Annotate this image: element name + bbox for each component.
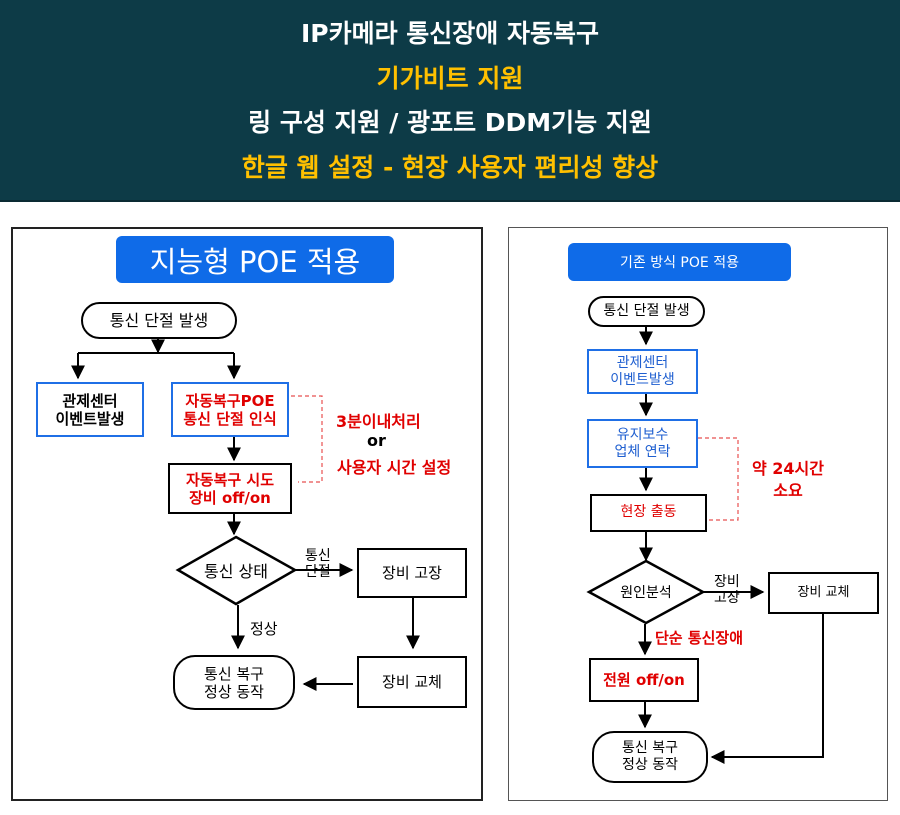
right-event-center-line-2: 이벤트발생 <box>610 371 675 388</box>
left-end-terminal: 통신 복구 정상 동작 <box>173 655 295 710</box>
left-auto-detect-box: 자동복구POE 통신 단절 인식 <box>171 382 289 437</box>
right-contact-line-2: 업체 연락 <box>614 443 671 460</box>
right-power-box: 전원 off/on <box>589 658 699 702</box>
left-decision-label: 통신 상태 <box>204 562 268 581</box>
conventional-poe-panel <box>508 227 888 801</box>
left-branch-cut-line-1: 통신 <box>305 548 331 564</box>
right-end-line-1: 통신 복구 <box>622 740 678 757</box>
right-decision-label: 원인분석 <box>620 585 672 601</box>
right-end-line-2: 정상 동작 <box>622 757 678 773</box>
banner-line-2: 기가비트 지원 <box>376 64 524 93</box>
right-end-terminal: 통신 복구 정상 동작 <box>592 731 708 783</box>
left-auto-retry-line-2: 장비 off/on <box>189 488 271 507</box>
right-time-note-line-2: 소요 <box>773 481 803 500</box>
left-branch-cut-line-2: 단절 <box>305 564 331 580</box>
header-banner: IP카메라 통신장애 자동복구 기가비트 지원 링 구성 지원 / 광포트 DD… <box>0 0 900 202</box>
right-branch-fault-label: 장비 고장 <box>714 574 740 606</box>
right-simple-fault-label: 단순 통신장애 <box>655 629 744 647</box>
right-branch-fault-line-1: 장비 <box>714 574 740 590</box>
left-decision-diamond <box>175 535 298 606</box>
left-auto-detect-line-2: 통신 단절 인식 <box>183 409 277 428</box>
right-contact-box: 유지보수 업체 연락 <box>587 419 698 468</box>
left-event-center-box: 관제센터 이벤트발생 <box>36 382 144 437</box>
right-event-center-line-1: 관제센터 <box>616 354 669 371</box>
right-dispatch-box: 현장 출동 <box>590 494 707 532</box>
left-timing-note-3: 사용자 시간 설정 <box>337 458 452 477</box>
right-panel-title: 기존 방식 POE 적용 <box>568 243 791 281</box>
left-timing-note-1: 3분이내처리 <box>336 412 421 431</box>
left-auto-retry-line-1: 자동복구 시도 <box>185 470 275 489</box>
right-time-note-line-1: 약 24시간 <box>752 459 824 478</box>
banner-line-1: IP카메라 통신장애 자동복구 <box>300 19 600 48</box>
right-start-terminal: 통신 단절 발생 <box>588 296 705 327</box>
left-branch-cut-label: 통신 단절 <box>305 548 331 580</box>
left-fault-box: 장비 고장 <box>357 548 467 598</box>
right-replace-box: 장비 교체 <box>768 572 879 614</box>
left-start-terminal: 통신 단절 발생 <box>81 302 237 339</box>
right-contact-line-1: 유지보수 <box>616 426 669 443</box>
left-auto-retry-box: 자동복구 시도 장비 off/on <box>168 463 292 514</box>
left-event-center-line-2: 이벤트발생 <box>55 409 125 428</box>
banner-line-4: 한글 웹 설정 - 현장 사용자 편리성 향상 <box>241 153 659 182</box>
left-panel-title: 지능형 POE 적용 <box>116 236 394 283</box>
right-branch-fault-line-2: 고장 <box>714 590 740 606</box>
right-time-note: 약 24시간 소요 <box>752 458 824 502</box>
banner-line-3: 링 구성 지원 / 광포트 DDM기능 지원 <box>248 108 652 137</box>
left-replace-box: 장비 교체 <box>357 656 467 708</box>
left-end-line-2: 정상 동작 <box>204 682 264 701</box>
left-auto-detect-line-1: 자동복구POE <box>185 391 275 410</box>
left-timing-note-2: or <box>367 431 386 450</box>
intelligent-poe-panel <box>11 227 483 801</box>
left-event-center-line-1: 관제센터 <box>62 391 118 410</box>
left-normal-label: 정상 <box>250 620 278 638</box>
left-end-line-1: 통신 복구 <box>204 664 264 683</box>
right-event-center-box: 관제센터 이벤트발생 <box>587 349 698 394</box>
right-decision-diamond <box>586 559 706 625</box>
